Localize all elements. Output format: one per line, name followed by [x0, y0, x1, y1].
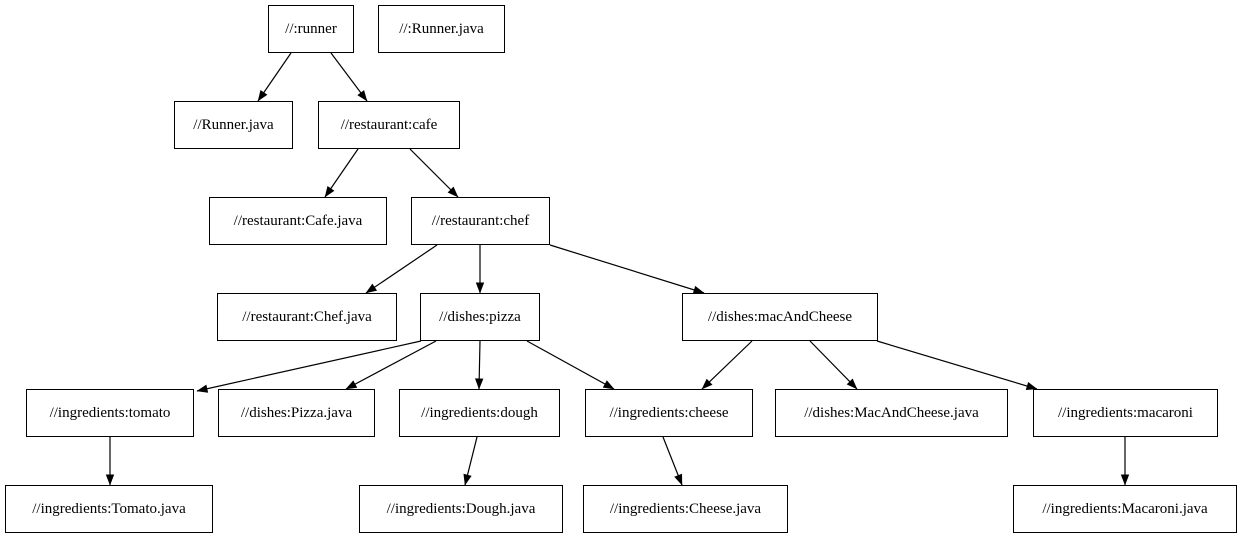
- edge-chef-to-mac-and-cheese: [549, 244, 705, 294]
- edge-pizza-to-dough: [475, 340, 484, 390]
- node-runner: //:runner: [268, 5, 354, 53]
- edge-runner-to-runner-java: [257, 52, 292, 102]
- edge-mac-and-cheese-to-mac-java: [809, 340, 858, 390]
- edge-mac-and-cheese-to-cheese: [701, 340, 753, 390]
- node-mac-and-cheese: //dishes:macAndCheese: [682, 293, 878, 341]
- node-cheese: //ingredients:cheese: [585, 389, 753, 437]
- node-macaroni-java: //ingredients:Macaroni.java: [1013, 485, 1237, 533]
- node-pizza: //dishes:pizza: [420, 293, 540, 341]
- node-cafe-java: //restaurant:Cafe.java: [209, 197, 387, 245]
- edge-chef-to-chef-java: [365, 244, 438, 294]
- node-dough: //ingredients:dough: [399, 389, 560, 437]
- edge-cafe-to-chef: [409, 148, 459, 198]
- node-mac-and-cheese-java: //dishes:MacAndCheese.java: [775, 389, 1008, 437]
- edge-pizza-to-tomato: [196, 340, 422, 393]
- node-dough-java: //ingredients:Dough.java: [359, 485, 563, 533]
- node-chef-java: //restaurant:Chef.java: [217, 293, 397, 341]
- edge-pizza-to-pizza-java: [345, 340, 437, 390]
- node-cafe: //restaurant:cafe: [318, 101, 460, 149]
- node-pizza-java: //dishes:Pizza.java: [218, 389, 375, 437]
- node-macaroni: //ingredients:macaroni: [1033, 389, 1218, 437]
- edge-runner-to-cafe: [330, 52, 368, 102]
- node-tomato-java: //ingredients:Tomato.java: [5, 485, 213, 533]
- node-chef: //restaurant:chef: [411, 197, 550, 245]
- node-runner-java: //Runner.java: [174, 101, 293, 149]
- node-root-runner-java: //:Runner.java: [378, 5, 505, 53]
- edge-dough-to-dough-java: [463, 436, 478, 486]
- node-tomato: //ingredients:tomato: [26, 389, 194, 437]
- edge-cheese-to-cheese-java: [662, 436, 683, 486]
- edge-pizza-to-cheese: [526, 340, 615, 390]
- edge-cafe-to-cafe-java: [324, 148, 359, 198]
- node-cheese-java: //ingredients:Cheese.java: [583, 485, 788, 533]
- edge-mac-and-cheese-to-macaroni: [876, 340, 1038, 391]
